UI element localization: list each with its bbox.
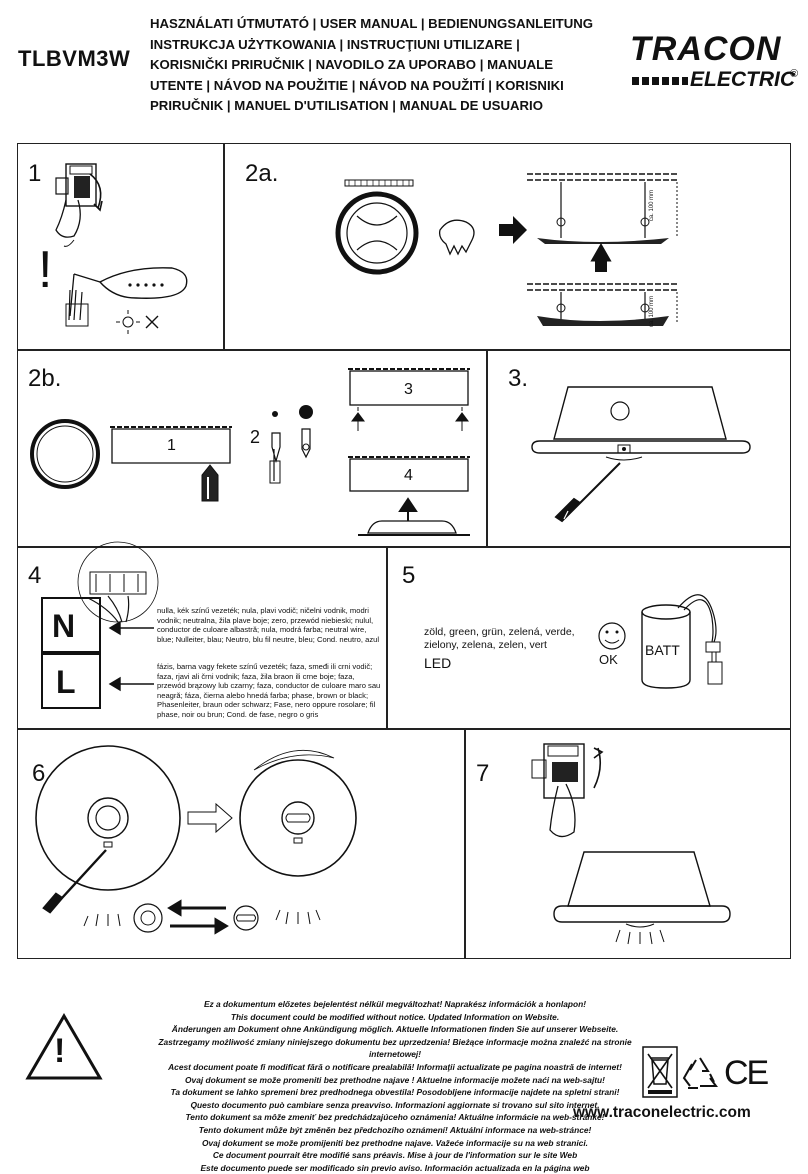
step-number: 3. [508, 365, 529, 392]
weee-bin-icon [642, 1046, 678, 1098]
logo-registered-mark: ® [790, 68, 799, 80]
notice-line: Tento dokument může být změněn bez předc… [198, 1124, 592, 1135]
logo-dots [632, 77, 688, 85]
part-label: 4 [404, 467, 413, 484]
phase-wire-description: fázis, barna vagy fekete színű vezeték; … [157, 662, 381, 719]
notice-line: Ovaj dokument se može promijeniti bez pr… [202, 1137, 588, 1148]
notice-line: Ce document pourrait être modifié sans p… [212, 1150, 578, 1161]
notice-line: Änderungen am Dokument ohne Ankündigung … [171, 1024, 619, 1035]
warning-exclamation: ! [38, 241, 53, 299]
title-line: HASZNÁLATI ÚTMUTATÓ | USER MANUAL | BEDI… [150, 16, 594, 31]
step-number: 2a. [245, 160, 279, 187]
title-line: UTENTE | NÁVOD NA POUŽITIE | NÁVOD NA PO… [150, 77, 564, 93]
battery-label: BATT [645, 642, 680, 658]
neutral-letter: N [52, 608, 76, 644]
tracon-logo: TRACON ELECTRIC ® [630, 30, 800, 100]
notice-line: Ta dokument se lahko spremeni brez predh… [170, 1087, 620, 1098]
breaker-switch-on-illustration [531, 743, 731, 945]
notice-line: Acest document poate fi modificat fără o… [168, 1061, 622, 1072]
distance-label: ca. 100 mm [649, 295, 656, 328]
warning-exclamation: ! [54, 1032, 66, 1070]
smiley-ok-icon [598, 622, 626, 650]
part-label: 3 [404, 381, 413, 398]
panel-step-2b: 2b. 1 2 3 4 [17, 350, 487, 547]
document-notice: Ez a dokumentum előzetes bejelentést nél… [140, 998, 650, 1174]
title-line: KORISNIČKI PRIRUČNIK | NAVODILO ZA UPORA… [150, 57, 554, 72]
breaker-switch-off-illustration [55, 163, 103, 247]
test-button-illustration [35, 745, 357, 935]
neutral-wire-description: nulla, kék színű vezeték; nula, plavi vo… [157, 606, 380, 644]
mounting-drilling-illustration [30, 368, 470, 536]
warning-triangle-icon [25, 1013, 103, 1080]
ok-label: OK [599, 652, 618, 667]
logo-text-bottom: ELECTRIC [690, 68, 795, 91]
notice-line: This document could be modified without … [230, 1011, 560, 1022]
website-url[interactable]: www.traconelectric.com [573, 1104, 751, 1121]
led-color-text: zielony, zelena, zelen, vert [424, 639, 547, 651]
live-letter: L [56, 664, 76, 700]
step-number: 6 [32, 760, 46, 787]
panel-step-7: 7 [465, 729, 791, 959]
part-label: 1 [167, 437, 176, 454]
manual-title: HASZNÁLATI ÚTMUTATÓ | USER MANUAL | BEDI… [150, 14, 620, 117]
model-number: TLBVM3W [18, 46, 131, 71]
title-line: INSTRUKCJA UŻYTKOWANIA | INSTRUCŢIUNI UT… [150, 36, 520, 52]
led-label: LED [424, 655, 452, 671]
part-label: 2 [250, 427, 261, 447]
title-line: PRIRUČNIK | MANUEL D'UTILISATION | MANUA… [150, 98, 543, 113]
panel-step-6: 6 [17, 729, 465, 959]
notice-line: Este documento puede ser modificado sin … [200, 1162, 590, 1173]
battery-illustration [641, 594, 723, 689]
panel-step-5: 5 zöld, green, grün, zelená, verde, ziel… [387, 547, 791, 729]
round-panel-front-illustration [335, 173, 678, 326]
step-number: 2b. [28, 365, 62, 392]
battery-switch-illustration [531, 386, 751, 523]
step-number: 1 [28, 160, 42, 187]
recycle-icon [682, 1057, 718, 1089]
ce-mark: CE [724, 1054, 769, 1092]
step-number: 7 [476, 760, 490, 787]
step-number: 5 [402, 562, 416, 589]
panel-step-1: 1 ! [17, 143, 224, 350]
notice-line: Ovaj dokument se može promeniti bez pret… [185, 1074, 605, 1085]
panel-step-4: 4 N L nulla, kék színű vezeték; nula, pl… [17, 541, 387, 729]
step-number: 4 [28, 562, 42, 589]
led-color-text: zöld, green, grün, zelená, verde, [424, 626, 575, 638]
notice-line: Tento dokument sa môže zmeniť bez predch… [185, 1112, 605, 1123]
notice-line: Zastrzegamy możliwość zmiany niniejszego… [158, 1036, 632, 1060]
voltage-tester-illustration [65, 267, 188, 334]
logo-text-top: TRACON [630, 30, 782, 68]
panel-step-2a: 2a. ca. 100 mm ca. 100 mm [224, 143, 791, 350]
panel-step-3: 3. [487, 350, 791, 547]
terminal-block-illustration [41, 541, 159, 709]
notice-line: Ez a dokumentum előzetes bejelentést nél… [203, 999, 587, 1009]
distance-label: ca. 100 mm [649, 189, 656, 222]
notice-line: Questo documento può cambiare senza prea… [190, 1099, 600, 1110]
